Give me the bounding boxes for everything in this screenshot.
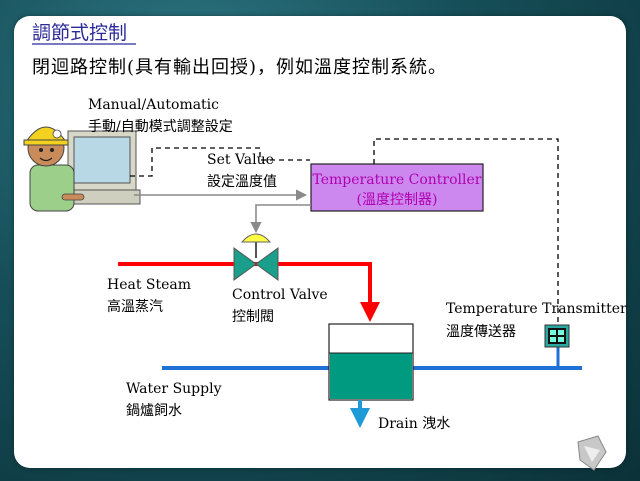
manual-auto-label-en: Manual/Automatic <box>88 97 219 113</box>
water-supply-label-zh: 鍋爐飼水 <box>126 403 182 419</box>
heat-steam-label-en: Heat Steam <box>107 277 191 293</box>
transmitter-feedback-line <box>373 138 559 322</box>
controller-label-zh: (溫度控制器) <box>357 192 438 208</box>
control-valve-label-zh: 控制閥 <box>232 309 274 325</box>
set-value-label-en: Set Value <box>207 152 274 168</box>
manual-auto-label-zh: 手動/自動模式調整設定 <box>88 119 233 135</box>
slide-panel <box>14 16 626 468</box>
controller-label-en: Temperature Controller <box>312 172 481 188</box>
tank-liquid <box>330 353 412 399</box>
heat-steam-label-zh: 高溫蒸汽 <box>107 298 163 315</box>
control-valve-label-en: Control Valve <box>232 287 328 303</box>
drain-label: Drain 洩水 <box>378 416 450 432</box>
controller-to-valve-arrow <box>250 204 311 234</box>
set-value-label-zh: 設定溫度值 <box>207 174 277 190</box>
water-supply-label-en: Water Supply <box>126 381 222 397</box>
manual-signal-line <box>130 147 310 177</box>
operator-at-computer-icon <box>23 126 141 212</box>
page-subtitle: 閉迴路控制(具有輸出回授)，例如溫度控制系統。 <box>32 57 447 78</box>
control-valve-icon <box>233 233 279 281</box>
page-title: 調節式控制 <box>32 22 127 44</box>
transmitter-label-zh: 溫度傳送器 <box>446 324 516 340</box>
temperature-controller-box <box>310 163 484 212</box>
temperature-transmitter-icon <box>544 324 570 348</box>
transmitter-label-en: Temperature Transmitter <box>446 301 627 317</box>
steam-pipe <box>118 262 380 322</box>
next-slide-arrow-icon[interactable] <box>577 435 607 471</box>
